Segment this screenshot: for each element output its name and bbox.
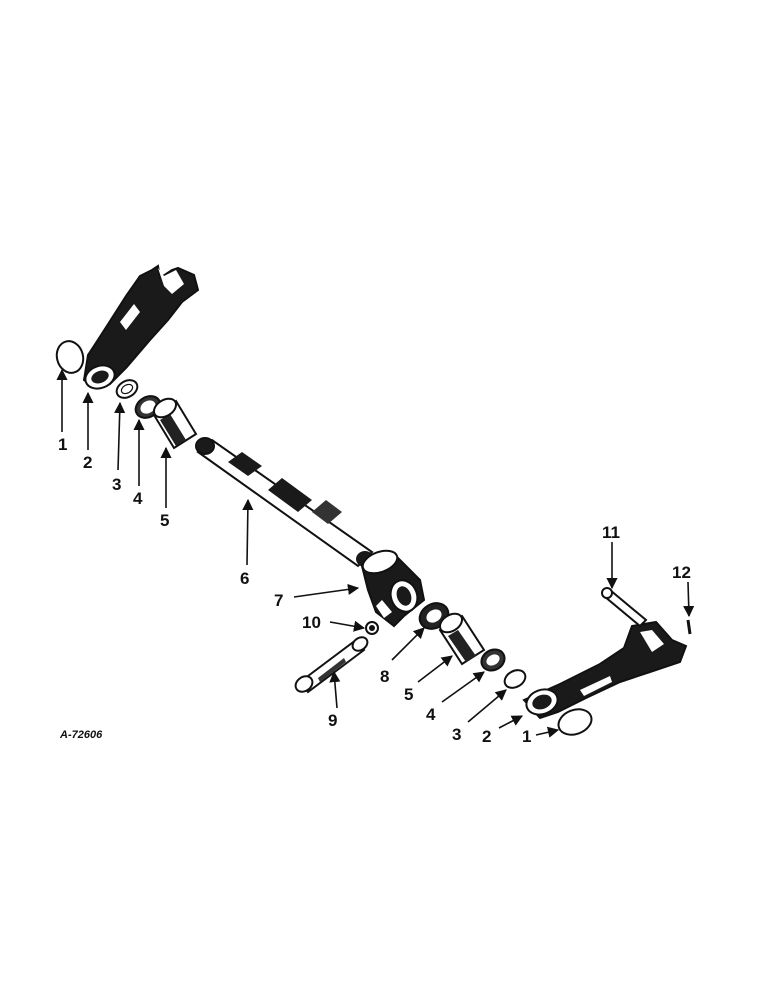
callout-left-1: 1 <box>58 435 67 454</box>
callout-fitting-10: 10 <box>302 613 321 632</box>
cross-shaft-part-6 <box>195 437 374 568</box>
right-ring-part-3 <box>503 669 527 689</box>
callout-bushing-8: 8 <box>380 667 389 686</box>
cotter-pin-part-12 <box>686 619 692 635</box>
callout-rod-9: 9 <box>328 711 337 730</box>
callout-shaft-6: 6 <box>240 569 249 588</box>
right-lift-arm-part-2 <box>522 620 688 720</box>
callout-right-1: 1 <box>522 727 531 746</box>
figure-id: A-72606 <box>59 729 103 741</box>
callout-left-2: 2 <box>83 453 92 472</box>
callout-arm-7: 7 <box>274 591 283 610</box>
leader-lines <box>56 368 695 738</box>
callout-pin-11: 11 <box>602 523 620 542</box>
callout-left-3: 3 <box>112 475 121 494</box>
grease-fitting-part-10 <box>365 621 379 635</box>
left-lift-arm-part-2 <box>82 264 200 390</box>
left-bushing-part-5 <box>152 397 198 450</box>
callout-right-3: 3 <box>452 725 461 744</box>
center-lift-arm-part-7 <box>360 549 426 628</box>
lift-rod-part-9 <box>294 636 369 694</box>
callout-right-2: 2 <box>482 727 491 746</box>
callout-right-4: 4 <box>426 705 436 724</box>
callout-right-5: 5 <box>404 685 413 704</box>
left-washer-part-1 <box>55 340 85 374</box>
pin-part-11 <box>601 587 648 628</box>
callout-left-5: 5 <box>160 511 169 530</box>
callout-pin-12: 12 <box>672 563 691 582</box>
right-seal-part-4 <box>480 648 506 672</box>
callout-left-4: 4 <box>133 489 143 508</box>
right-bushing-part-5 <box>438 612 486 666</box>
